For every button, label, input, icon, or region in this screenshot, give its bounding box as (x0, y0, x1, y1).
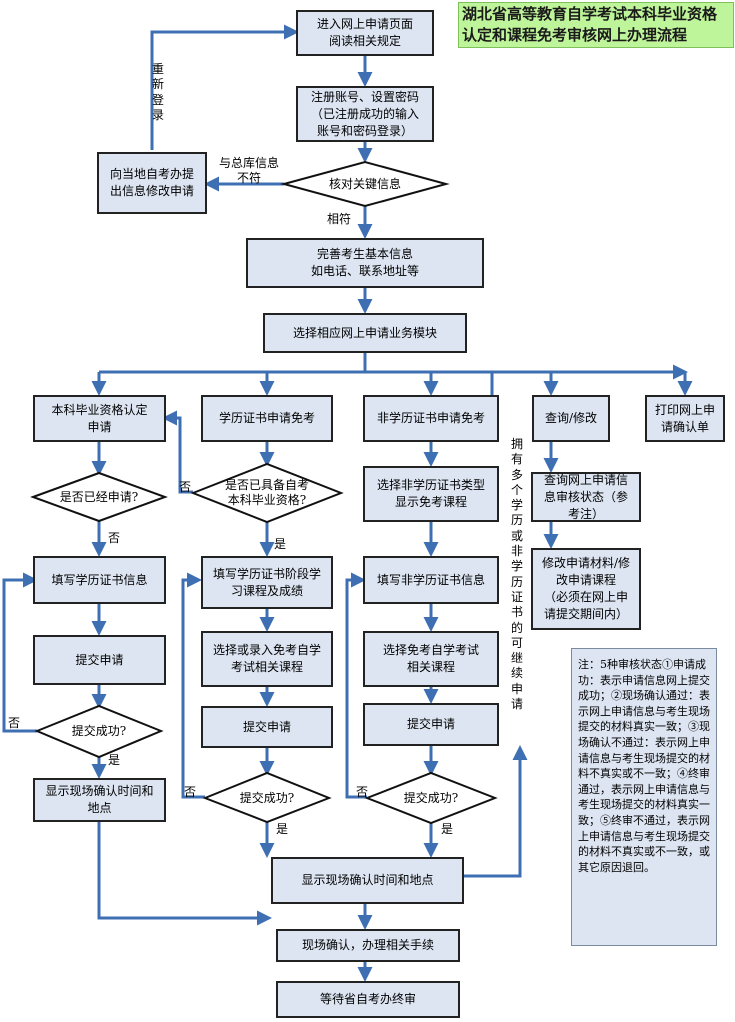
enter-application-page-box: 进入网上申请页面 阅读相关规定 (296, 10, 434, 56)
register-account-box: 注册账号、设置密码 （已注册成功的输入 账号和密码登录） (296, 86, 434, 142)
c1-applied-diamond-label: 是否已经申请? (59, 489, 139, 504)
onsite-confirmation-box: 现场确认，办理相关手续 (276, 929, 460, 962)
match-label: 相符 (327, 212, 352, 226)
c2-success-yes-label: 是 (276, 822, 289, 836)
c1-submit-box: 提交申请 (33, 635, 166, 685)
c2-qualified-diamond (190, 462, 344, 524)
relogin-label: 重新登录 (151, 62, 164, 122)
c3-success-diamond (364, 771, 498, 825)
c2-success-diamond-label: 提交成功? (239, 790, 295, 805)
c2-qualified-diamond-label: 是否已具备自考 本科毕业资格? (224, 478, 309, 507)
verify-diamond (280, 160, 450, 208)
c1-success-no-label: 否 (8, 716, 21, 730)
c4-modify-application-box: 修改申请材料/修 改申请课程 （必须在网上申 请提交期间内） (531, 548, 641, 630)
c3-fill-cert-info-box: 填写非学历证书信息 (363, 556, 499, 604)
continue-apply-label: 拥有多个学历或非学历证书的可继续申请 (510, 437, 523, 712)
c3-select-courses-box: 选择免考自学考试 相关课程 (363, 631, 499, 687)
c2-success-diamond (202, 771, 332, 824)
c2-success-no-label: 否 (184, 785, 197, 799)
mismatch-label: 与总库信息 不符 (218, 156, 279, 185)
c1-fill-degree-info-box: 填写学历证书信息 (33, 556, 166, 604)
show-time-location-box: 显示现场确认时间和地点 (271, 857, 464, 904)
col5-print-confirmation-box: 打印网上申 请确认单 (645, 395, 725, 442)
c2-qualified-yes-label: 是 (274, 537, 287, 551)
page-title: 湖北省高等教育自学考试本科毕业资格认定和课程免考审核网上办理流程 (458, 2, 734, 48)
wait-final-review-box: 等待省自考办终审 (276, 981, 460, 1018)
complete-info-box: 完善考生基本信息 如电话、联系地址等 (246, 238, 484, 288)
c1-show-time-location-box: 显示现场确认时间和 地点 (33, 778, 166, 822)
c1-applied-diamond (30, 471, 168, 523)
c3-success-diamond-label: 提交成功? (403, 790, 459, 805)
c1-applied-no-label: 否 (108, 531, 121, 545)
c2-select-courses-box: 选择或录入免考自学 考试相关课程 (201, 631, 333, 687)
c3-submit-box: 提交申请 (363, 703, 499, 746)
c2-submit-box: 提交申请 (201, 706, 333, 748)
col2-degree-exemption-box: 学历证书申请免考 (201, 395, 333, 442)
c2-fill-course-grades-box: 填写学历证书阶段学 习课程及成绩 (201, 556, 333, 609)
c3-success-yes-label: 是 (441, 822, 454, 836)
c3-select-cert-type-box: 选择非学历证书类型 显示免考课程 (363, 466, 499, 522)
col4-query-modify-box: 查询/修改 (532, 395, 610, 442)
col1-bachelor-qualification-box: 本科毕业资格认定 申请 (33, 395, 166, 442)
choose-module-box: 选择相应网上申请业务模块 (263, 313, 467, 353)
verify-diamond-label: 核对关键信息 (328, 176, 401, 191)
c1-success-diamond (34, 704, 164, 759)
col3-nondegree-exemption-box: 非学历证书申请免考 (363, 395, 499, 442)
c2-qualified-no-label: 否 (179, 480, 192, 494)
c1-success-yes-label: 是 (108, 753, 121, 767)
c1-success-diamond-label: 提交成功? (71, 723, 127, 738)
c3-success-no-label: 否 (356, 785, 369, 799)
local-office-modify-box: 向当地自考办提 出信息修改申请 (97, 152, 207, 214)
review-status-note: 注：5种审核状态①申请成功：表示申请信息网上提交成功；②现场确认通过：表示网上申… (571, 648, 717, 946)
c4-query-status-box: 查询网上申请信 息审核状态（参 考注） (531, 472, 641, 522)
